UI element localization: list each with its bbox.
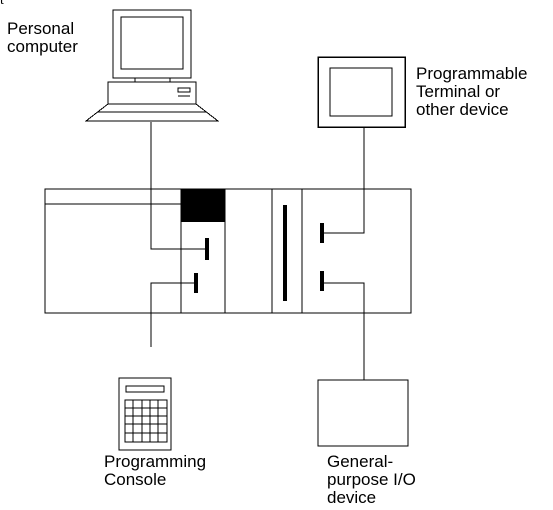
personal-computer-label: Personal computer: [7, 19, 78, 56]
general-purpose-io-device-icon: [317, 379, 409, 447]
programmable-terminal-icon: [317, 56, 406, 128]
ports: [194, 223, 324, 293]
personal-computer-icon: [84, 9, 220, 122]
programming-console-label: Programming Console: [104, 452, 207, 489]
corner-mark: t: [0, 0, 4, 8]
programming-console-icon: [118, 377, 172, 451]
plc-rack: [44, 188, 412, 314]
cables: [150, 122, 365, 380]
programmable-terminal-label: Programmable Terminal or other device: [416, 64, 528, 119]
general-purpose-io-label: General- purpose I/O device: [327, 452, 416, 507]
